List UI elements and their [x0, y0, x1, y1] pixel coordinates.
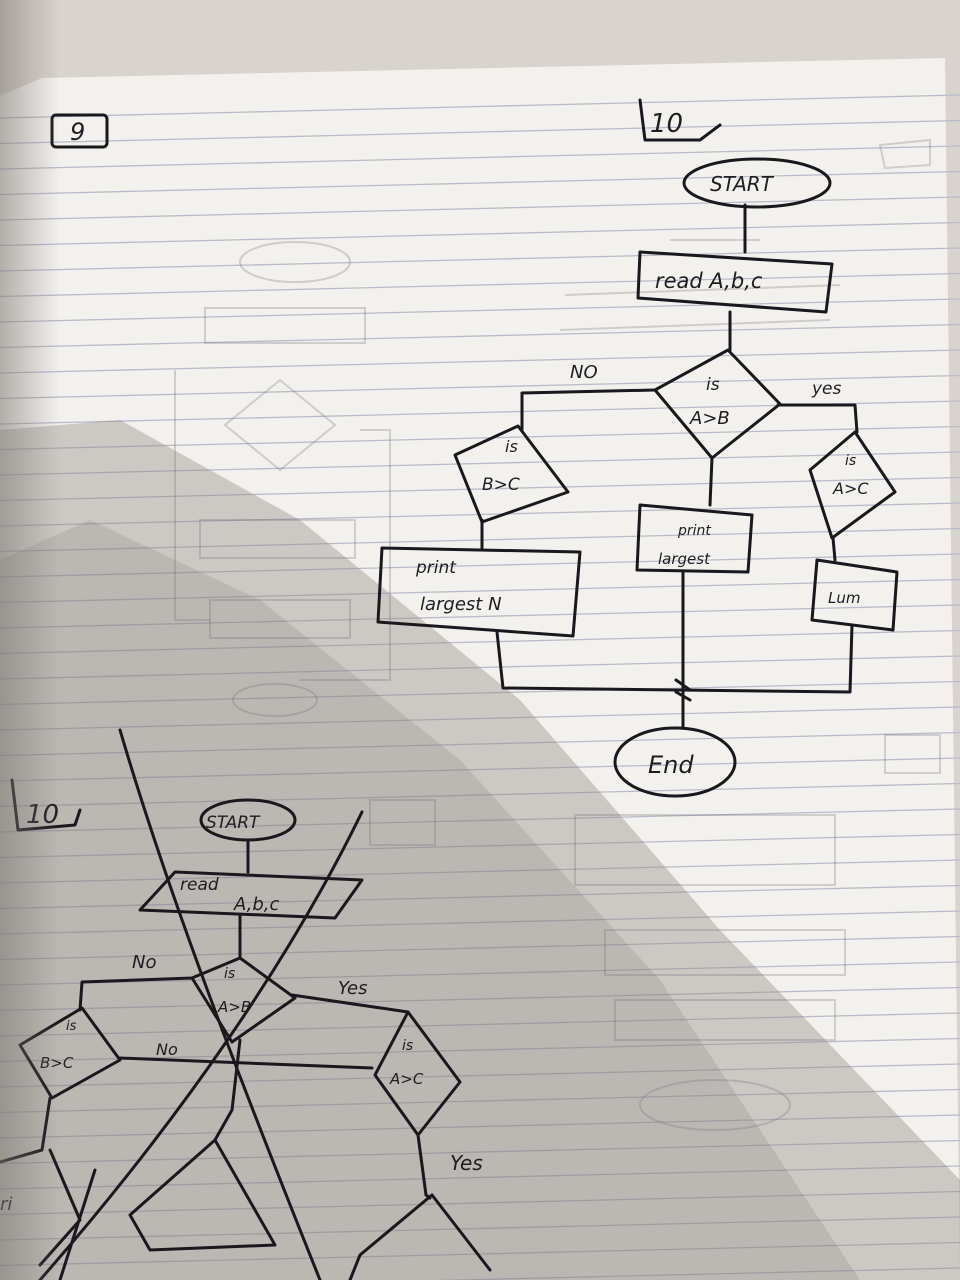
read-box	[636, 250, 834, 314]
decision-ab2-line2: A>B	[217, 998, 251, 1016]
ruled-line	[0, 1063, 960, 1088]
shadow-band-dark	[0, 520, 860, 1280]
cross-out-stroke-2	[38, 810, 364, 1280]
ruled-line	[0, 655, 960, 680]
ruled-line	[0, 221, 960, 247]
decision-ab-line2: A>B	[689, 408, 730, 429]
ruled-line	[0, 1088, 960, 1114]
yes-label-2: Yes	[338, 978, 367, 999]
print-left-line2: largest N	[420, 594, 502, 615]
decision-bc2-line1: is	[66, 1019, 77, 1034]
decision-a-gt-c-2	[373, 1010, 462, 1137]
yes-label: yes	[811, 379, 842, 399]
ruled-line	[0, 1139, 960, 1165]
ruled-line	[0, 808, 960, 833]
no-label-2: No	[132, 952, 156, 973]
edge-shading	[0, 0, 60, 1280]
ruled-line	[0, 247, 960, 272]
ruled-line	[0, 935, 960, 961]
decision-ac-line2: A>C	[832, 479, 869, 498]
no-label: NO	[570, 362, 598, 383]
ruled-line	[0, 884, 960, 910]
ruled-line	[0, 349, 960, 374]
ruled-line	[0, 145, 960, 170]
svg-text:10: 10	[650, 109, 683, 139]
print-mid-line1: print	[677, 523, 711, 539]
ruled-line	[0, 553, 960, 578]
start-label: START	[710, 172, 775, 196]
label-10-top: 10	[638, 98, 722, 142]
decision-a-gt-b	[653, 348, 782, 460]
ruled-line	[0, 706, 960, 731]
decision-b-gt-c	[453, 424, 570, 524]
ruled-line	[0, 425, 960, 451]
start-terminal	[682, 157, 832, 209]
ruled-line	[0, 961, 960, 986]
print-mid-box	[635, 503, 754, 574]
ruled-line	[0, 272, 960, 298]
ruled-line	[0, 374, 960, 400]
ruled-line	[0, 1012, 960, 1037]
read-label-2-line2: A,b,c	[233, 894, 280, 915]
flowchart-top: START read A,b,c is A>B NO yes is B>C is…	[376, 157, 899, 798]
ruled-line	[0, 196, 960, 221]
decision-ac2-line2: A>C	[389, 1070, 424, 1088]
ruled-line	[0, 757, 960, 782]
ruled-line	[0, 680, 960, 706]
print-left-line1: print	[415, 558, 457, 578]
decision-ab2-line1: is	[224, 966, 235, 982]
svg-text:9: 9	[70, 118, 85, 146]
decision-bc-line1: is	[505, 437, 518, 456]
print-mid-line2: largest	[658, 550, 711, 568]
end-label: End	[648, 751, 694, 779]
ruled-line	[0, 910, 960, 935]
ruled-line	[0, 1037, 960, 1063]
ruled-line	[0, 782, 960, 808]
read-label: read A,b,c	[655, 269, 763, 293]
ruled-line	[0, 94, 960, 119]
decision-bc-line2: B>C	[482, 475, 520, 495]
decision-a-gt-c	[808, 430, 897, 540]
decision-ac-line1: is	[845, 453, 856, 469]
ruled-line	[0, 476, 960, 502]
read-label-2-line1: read	[180, 875, 219, 895]
ruled-line	[0, 731, 960, 757]
ruled-line	[0, 604, 960, 629]
decision-ab-line1: is	[706, 375, 720, 395]
read-box-2	[138, 870, 364, 920]
decision-ac2-line1: is	[402, 1038, 413, 1054]
print-right-label: Lum	[828, 589, 860, 607]
print-right-box	[810, 558, 899, 632]
ruled-line	[0, 1165, 960, 1190]
ruled-line	[0, 527, 960, 553]
yes-label-3: Yes	[450, 1151, 483, 1175]
start-label-2: START	[206, 813, 261, 833]
start-terminal-2	[199, 798, 297, 842]
ruled-line	[0, 451, 960, 476]
cross-out-stroke-1	[118, 728, 322, 1280]
ruled-line	[0, 1216, 960, 1241]
ruled-line	[0, 298, 960, 323]
ruled-line	[0, 323, 960, 349]
ruled-line	[0, 1190, 960, 1216]
ruled-line	[0, 859, 960, 884]
no-label-3: No	[156, 1040, 178, 1059]
ruled-line	[0, 1241, 960, 1267]
ruled-line	[0, 119, 960, 145]
ruled-line	[0, 170, 960, 196]
ruled-lines	[0, 94, 960, 1280]
paper-sheet	[0, 58, 960, 1280]
bleed-through-drawing	[174, 138, 941, 1131]
shadow-band	[0, 420, 960, 1280]
ruled-line	[0, 986, 960, 1012]
print-left-box	[376, 546, 582, 638]
ruled-line	[0, 578, 960, 604]
ruled-line	[0, 629, 960, 655]
decision-a-gt-b-2	[190, 956, 297, 1044]
end-terminal	[613, 726, 737, 798]
